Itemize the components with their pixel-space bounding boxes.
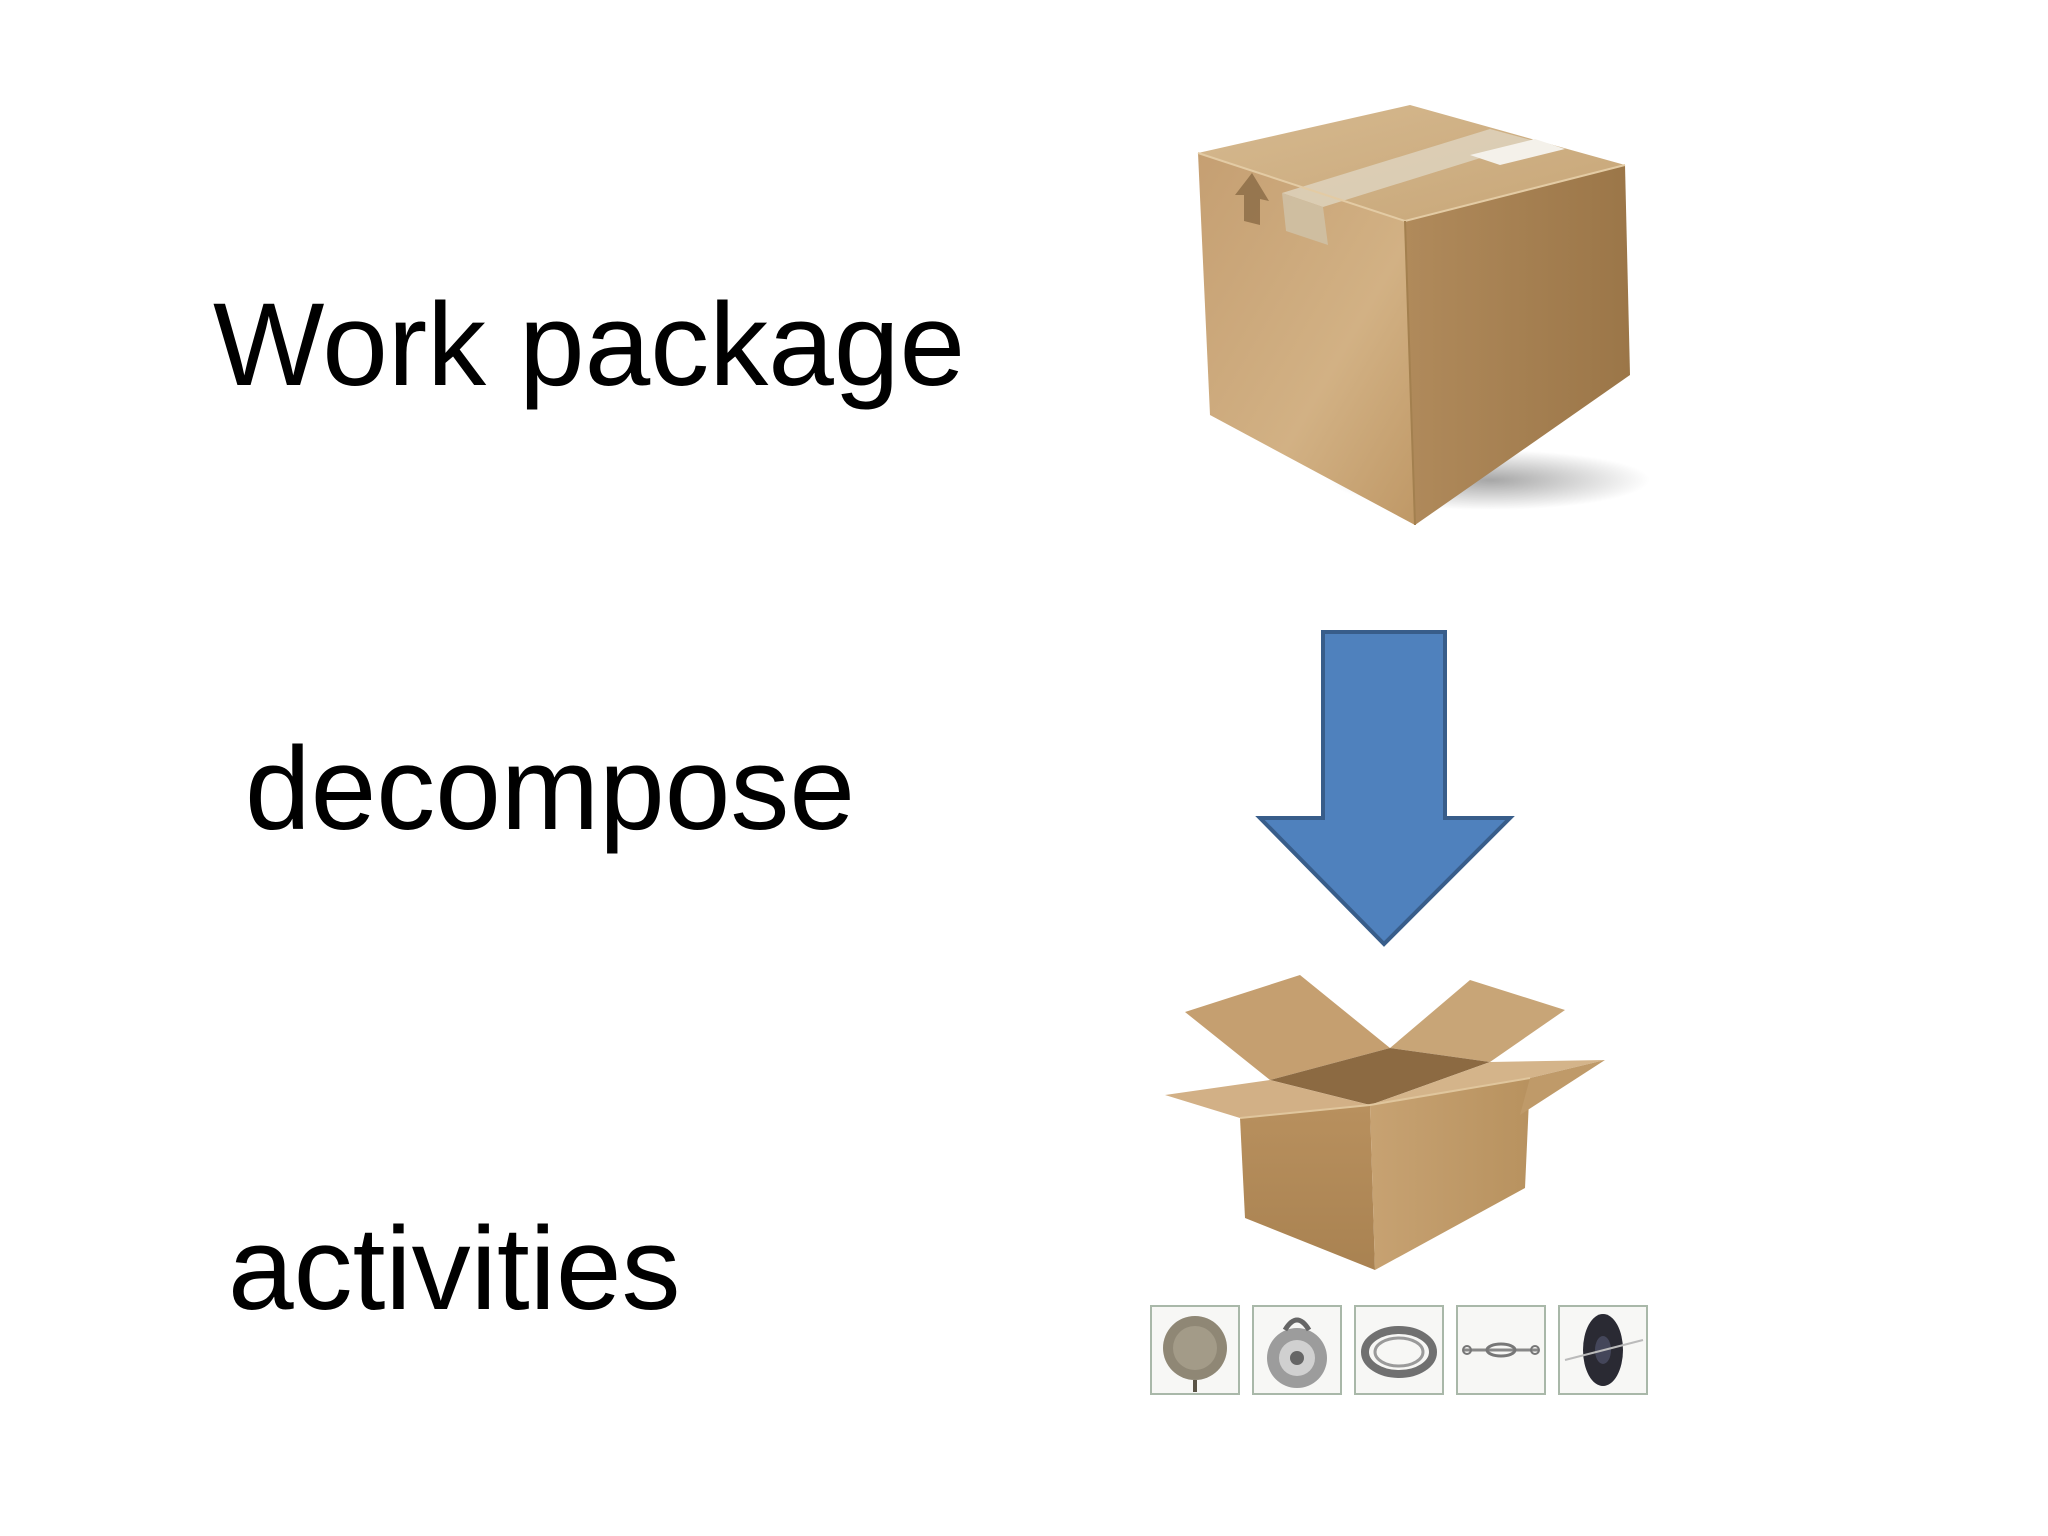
- open-cardboard-box-icon: [1165, 975, 1605, 1270]
- turnbuckle-icon: [1456, 1305, 1546, 1395]
- round-plate-icon: [1150, 1305, 1240, 1395]
- activities-label: activities: [228, 1203, 681, 1335]
- work-package-label: Work package: [213, 279, 966, 411]
- down-arrow-icon: [1255, 630, 1515, 947]
- closed-cardboard-box-icon: [1197, 105, 1650, 526]
- activity-items-strip: [1150, 1305, 1648, 1395]
- decompose-label: decompose: [245, 723, 856, 855]
- wire-coil-icon: [1354, 1305, 1444, 1395]
- wheel-icon: [1558, 1305, 1648, 1395]
- pulley-icon: [1252, 1305, 1342, 1395]
